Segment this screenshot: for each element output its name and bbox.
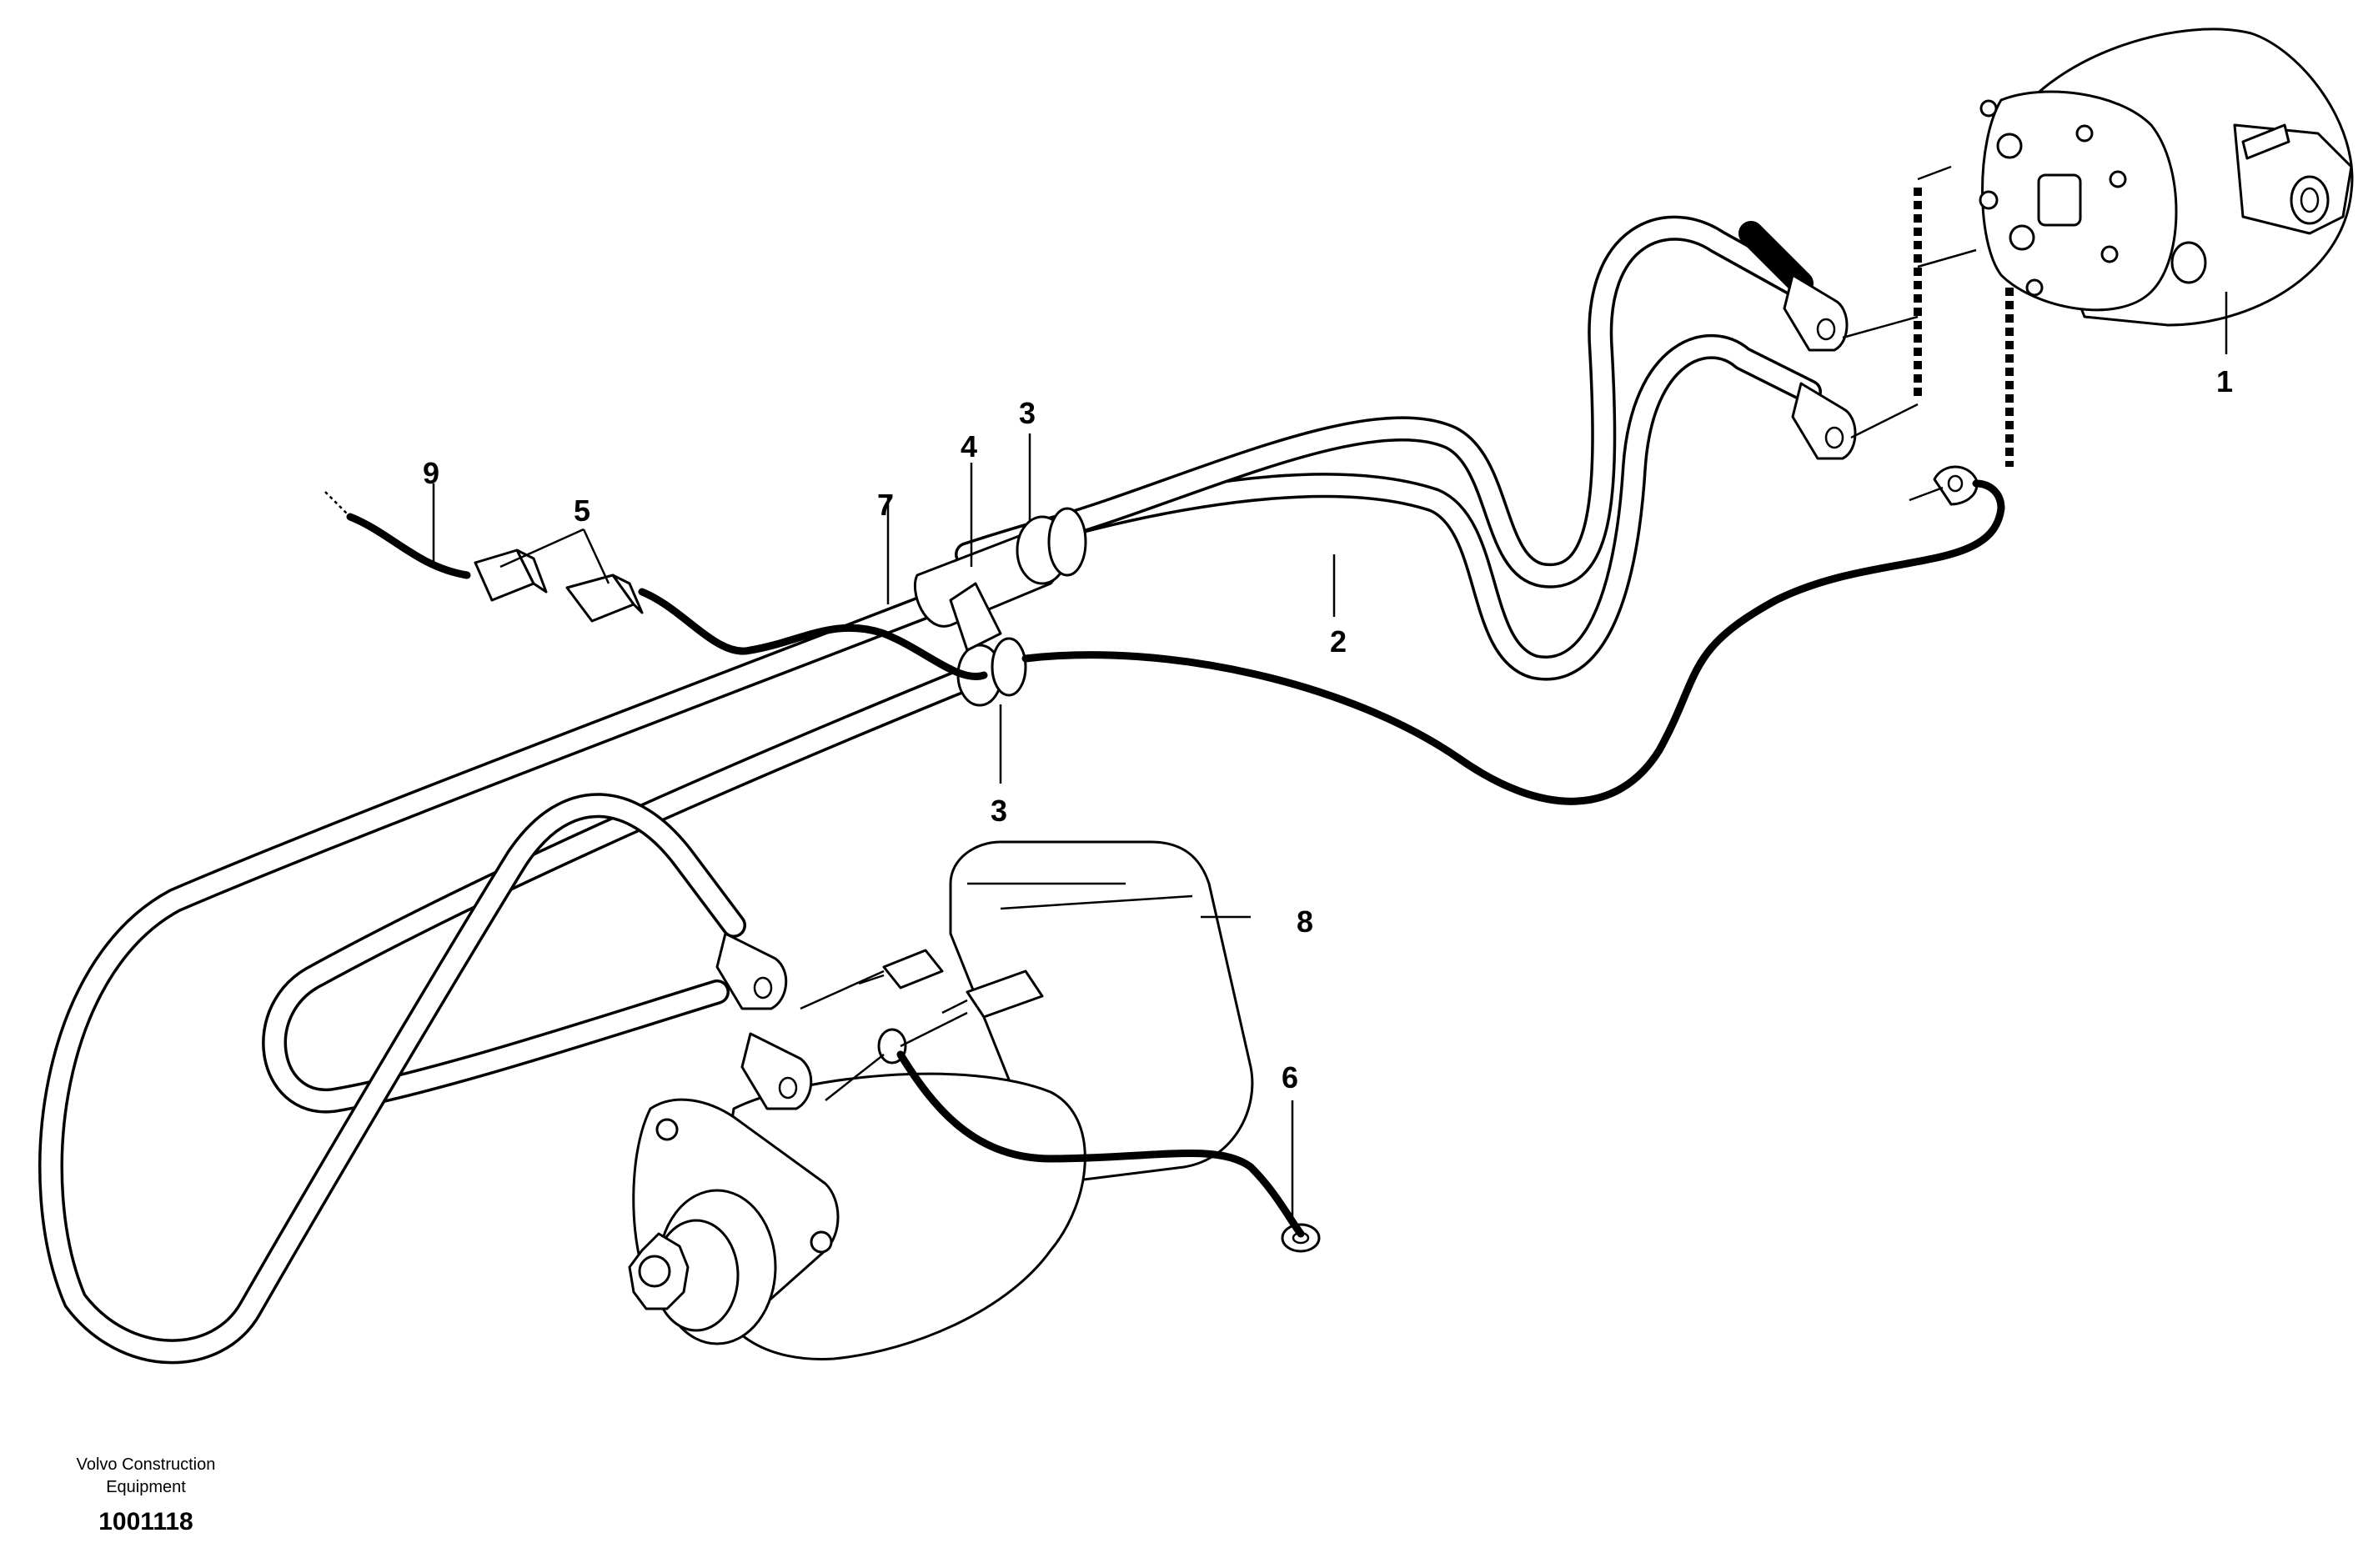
callout-3-bottom: 3 <box>991 794 1007 828</box>
signal-wire <box>638 479 2005 805</box>
alternator <box>1979 28 2354 327</box>
callout-labels: 1 2 3 3 4 5 6 7 8 9 <box>423 364 2233 1095</box>
callout-4: 4 <box>961 429 977 463</box>
callout-2: 2 <box>1330 624 1347 659</box>
sleeve-4 <box>949 582 1002 652</box>
callout-1: 1 <box>2216 364 2233 398</box>
callout-7: 7 <box>877 488 894 522</box>
grommet-upper <box>913 507 1087 628</box>
battery-cable-2 <box>955 215 1822 681</box>
battery-cable-7 <box>38 588 988 1365</box>
cable-lugs <box>715 221 1979 1253</box>
connectors-5 <box>474 549 644 623</box>
callout-6: 6 <box>1282 1060 1298 1095</box>
connection-lines <box>800 165 2014 1101</box>
starter-motor <box>628 840 1254 1360</box>
figure-number: 1001118 <box>98 1508 193 1535</box>
company-name-line2: Equipment <box>106 1478 186 1496</box>
callout-3-top: 3 <box>1019 396 1036 430</box>
footer: Volvo Construction Equipment 1001118 <box>77 1455 216 1535</box>
callout-9: 9 <box>423 456 439 490</box>
company-name-line1: Volvo Construction <box>77 1455 216 1474</box>
callout-leaders <box>432 292 2228 1217</box>
ground-cable-6 <box>896 1050 1305 1238</box>
lead-9 <box>324 491 471 579</box>
callout-5: 5 <box>574 493 590 528</box>
callout-8: 8 <box>1297 904 1313 939</box>
